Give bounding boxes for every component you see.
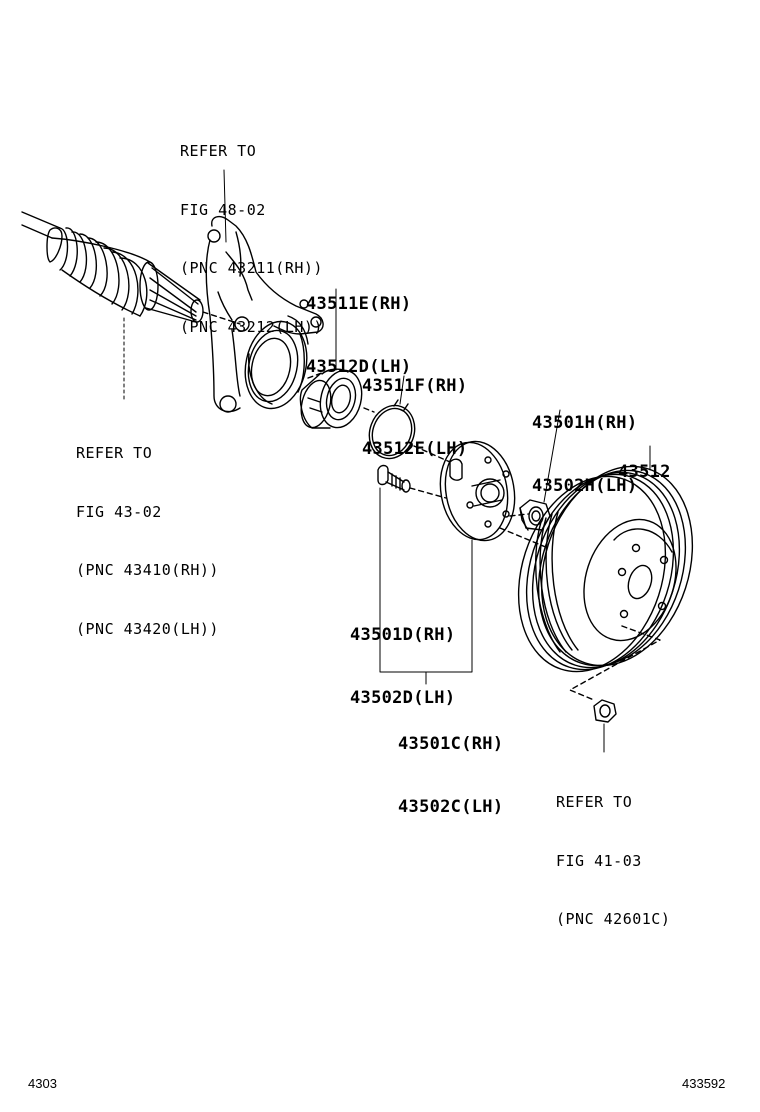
ref-line: FIG 48-02 <box>180 200 266 219</box>
ref-line: FIG 41-03 <box>556 851 642 870</box>
ref-line: (PNC 43212(LH)) <box>180 317 323 336</box>
part-number[interactable]: 43512 <box>618 462 671 482</box>
leader-lines <box>123 317 473 685</box>
snap-ring-drawing <box>363 375 451 463</box>
knuckle-reference-callout: REFER TO FIG 48-02 (PNC 43211(RH)) (PNC … <box>180 103 323 357</box>
section-code: 4303 <box>28 1076 57 1091</box>
hub-assembly-part-number[interactable]: 43501C(RH) 43502C(LH) <box>398 692 503 839</box>
ref-line: (PNC 43420(LH)) <box>76 619 219 638</box>
ref-line: REFER TO <box>180 142 257 160</box>
part-number-lh[interactable]: 43502D(LH) <box>350 688 456 708</box>
ref-line: FIG 43-02 <box>76 502 162 521</box>
part-number-lh[interactable]: 43502H(LH) <box>532 476 638 496</box>
nut-reference-callout: REFER TO FIG 41-03 (PNC 42601C) <box>556 754 670 949</box>
snap-ring-part-number[interactable]: 43511F(RH) 43512E(LH) <box>362 334 467 481</box>
illustration-code: 433592 <box>682 1076 726 1091</box>
hub-bolt-part-number[interactable]: 43501D(RH) 43502D(LH) <box>350 583 455 730</box>
part-number-rh[interactable]: 43511F(RH) <box>362 376 468 396</box>
ref-line: (PNC 43410(RH)) <box>76 561 219 579</box>
disc-part-number[interactable]: 43512 <box>618 420 671 504</box>
steering-knuckle-drawing <box>205 169 331 413</box>
part-number-rh[interactable]: 43501H(RH) <box>532 413 638 433</box>
hub-drawing <box>439 440 549 549</box>
part-number-rh[interactable]: 43511E(RH) <box>306 294 412 314</box>
part-number-rh[interactable]: 43501D(RH) <box>350 625 456 645</box>
ref-line: (PNC 42601C) <box>556 910 671 928</box>
drive-shaft-drawing <box>21 211 241 325</box>
driveshaft-reference-callout: REFER TO FIG 43-02 (PNC 43410(RH)) (PNC … <box>76 405 219 659</box>
bearing-drawing <box>299 288 363 429</box>
hub-bolt-drawing <box>377 464 447 499</box>
wheel-nut-drawing <box>593 699 617 753</box>
ref-line: REFER TO <box>556 793 633 811</box>
ref-line: REFER TO <box>76 444 153 462</box>
part-number-lh[interactable]: 43502C(LH) <box>398 797 504 817</box>
hub-nut-part-number[interactable]: 43501H(RH) 43502H(LH) <box>532 371 637 518</box>
ref-line: (PNC 43211(RH)) <box>180 259 323 277</box>
brake-disc-drawing <box>517 445 694 701</box>
part-number-lh[interactable]: 43512E(LH) <box>362 439 468 459</box>
bearing-part-number[interactable]: 43511E(RH) 43512D(LH) <box>306 252 411 399</box>
part-number-rh[interactable]: 43501C(RH) <box>398 734 504 754</box>
part-number-lh[interactable]: 43512D(LH) <box>306 357 412 377</box>
